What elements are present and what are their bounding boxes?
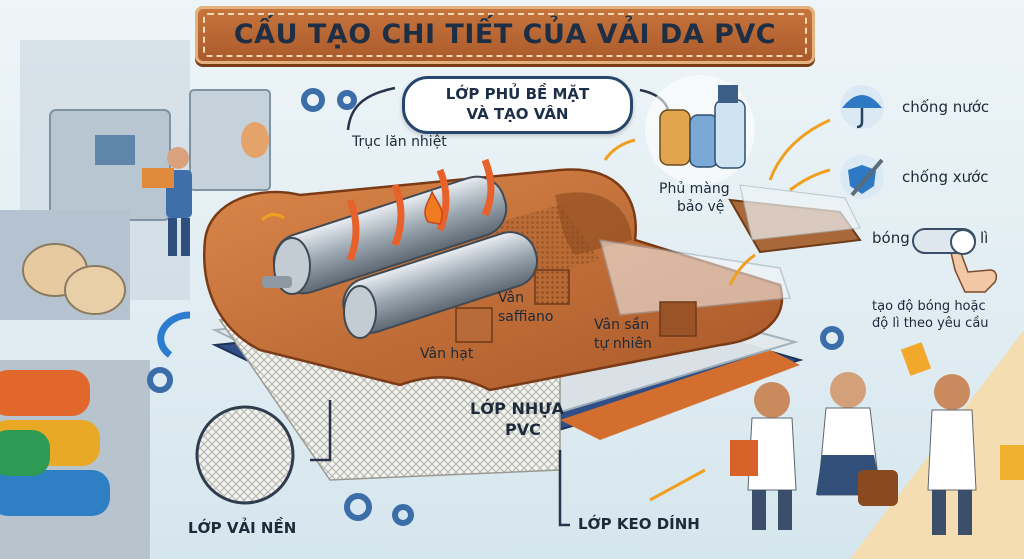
umbrella-icon <box>840 85 884 129</box>
toggle-knob <box>950 229 976 255</box>
saffiano-label-line1: Vân <box>498 290 524 306</box>
sword-shield-icon <box>840 155 884 199</box>
heat-roller-2 <box>342 231 538 339</box>
glossy-label: bóng <box>872 229 910 247</box>
mesh-zoom-icon <box>195 405 295 505</box>
blue-curved-arrow <box>157 311 191 358</box>
gloss-note-line2: độ lì theo yêu cầu <box>872 316 989 331</box>
grain-label: Vân hạt <box>420 346 474 362</box>
gear-icon <box>147 88 844 526</box>
matte-label: lì <box>980 229 989 247</box>
pointing-hand-icon <box>949 244 998 293</box>
pvc-label-line1: LỚP NHỰA <box>470 399 564 418</box>
page-title: CẤU TẠO CHI TIẾT CỦA VẢI DA PVC <box>233 19 777 50</box>
natural-label-line2: tự nhiên <box>594 336 652 352</box>
natural-swatch <box>659 301 697 337</box>
coating-label-line2: bảo vệ <box>677 199 725 215</box>
surface-layer-callout: LỚP PHỦ BỀ MẶT VÀ TẠO VÂN <box>402 76 633 134</box>
saffiano-swatch <box>534 269 570 305</box>
protective-film <box>598 239 792 316</box>
orange-backing <box>560 350 800 440</box>
adhesive-label: LỚP KEO DÍNH <box>578 515 700 533</box>
heat-bands <box>346 158 495 262</box>
gloss-note-line1: tạo độ bóng hoặc <box>872 299 986 314</box>
saffiano-label-line2: saffiano <box>498 309 554 325</box>
spray-bottle-icon <box>645 75 755 185</box>
surface-layer-line1: LỚP PHỦ BỀ MẶT <box>445 85 590 103</box>
pvc-label-line2: PVC <box>505 420 541 439</box>
flame-icon <box>424 189 443 225</box>
coating-label-line1: Phủ màng <box>659 181 730 197</box>
heat-roller-label: Trục lăn nhiệt <box>352 134 447 150</box>
title-banner: CẤU TẠO CHI TIẾT CỦA VẢI DA PVC <box>195 6 815 64</box>
base-fabric-label: LỚP VẢI NỀN <box>188 519 297 537</box>
surface-layer-line2: VÀ TẠO VÂN <box>466 105 569 123</box>
students-illustration <box>730 342 1024 535</box>
factory-machine <box>0 40 271 320</box>
waterproof-label: chống nước <box>902 98 990 116</box>
curved-arrows <box>260 118 831 502</box>
worker <box>142 147 192 256</box>
scratch-resistant-label: chống xước <box>902 168 989 186</box>
banner-stitching <box>203 13 807 57</box>
grain-swatch <box>455 307 493 343</box>
natural-label-line1: Vân sần <box>594 317 650 333</box>
fabric-rolls <box>0 360 150 559</box>
gloss-toggle-switch-icon <box>912 228 976 255</box>
